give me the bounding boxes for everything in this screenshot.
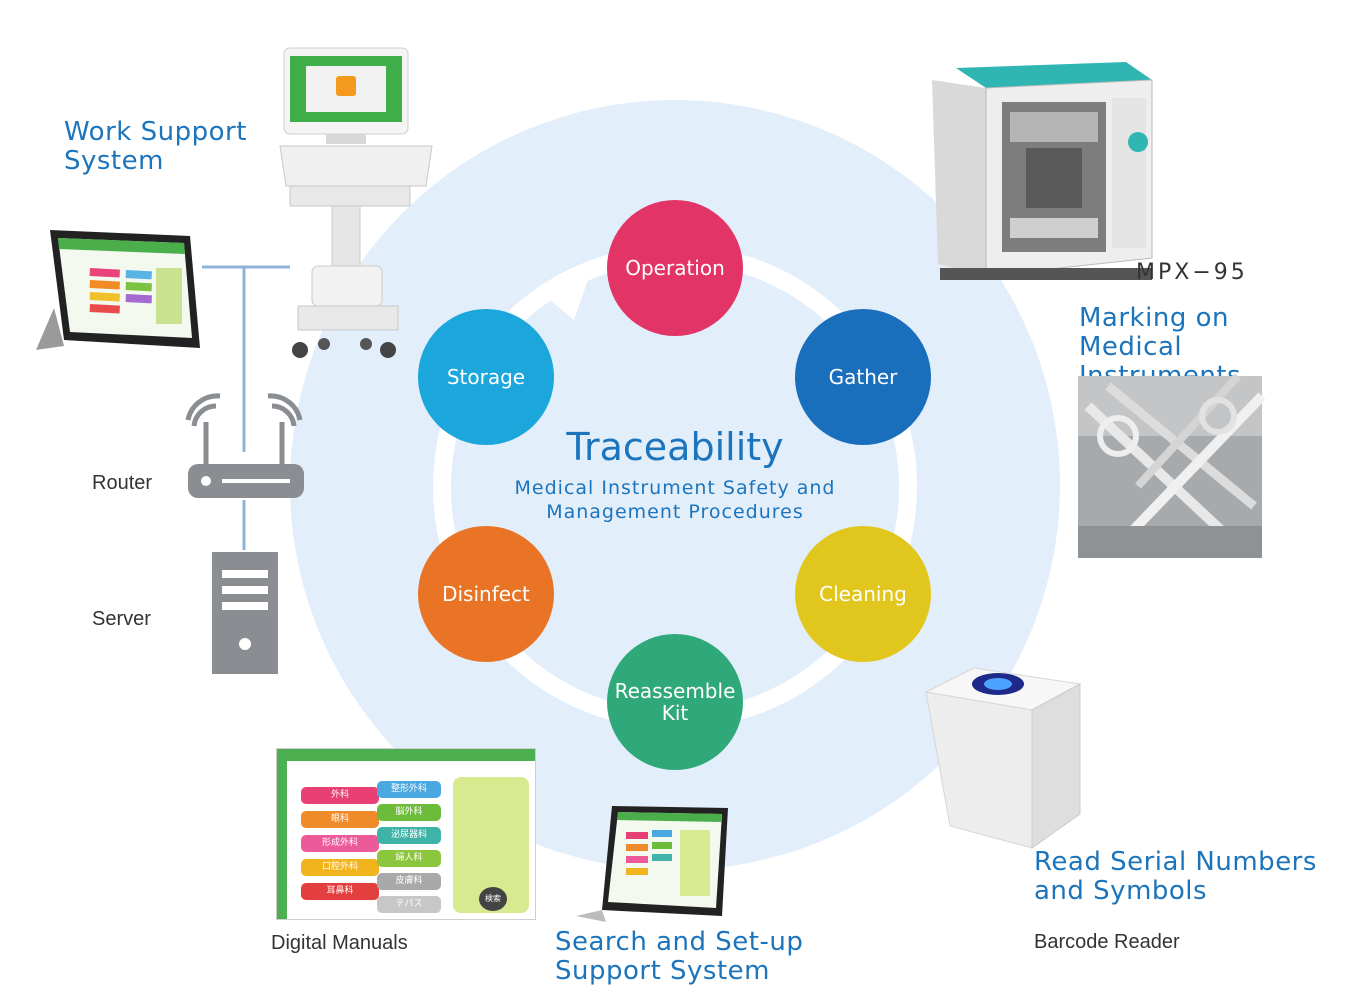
work-support-title: Work Support System xyxy=(64,117,247,176)
instruments-photo xyxy=(1078,373,1266,558)
category-button: 泌尿器科 xyxy=(377,827,441,844)
step-disinfect: Disinfect xyxy=(418,526,554,662)
category-button: 外科 xyxy=(301,787,379,804)
digital-manuals-label: Digital Manuals xyxy=(271,932,408,954)
search-setup-title: Search and Set-up Support System xyxy=(555,927,804,986)
center-subtitle: Medical Instrument Safety and Management… xyxy=(514,477,836,523)
server-label: Server xyxy=(92,608,151,630)
category-button: 婦人科 xyxy=(377,850,441,867)
category-button: 皮膚科 xyxy=(377,873,441,890)
category-button: 口腔外科 xyxy=(301,859,379,876)
mpx95-machine-image xyxy=(932,62,1153,280)
step-operation: Operation xyxy=(607,200,743,336)
category-button: 整形外科 xyxy=(377,781,441,798)
server-icon xyxy=(212,552,278,674)
center-title: Traceability xyxy=(566,425,784,469)
step-cleaning: Cleaning xyxy=(795,526,931,662)
barcode-reader-label: Barcode Reader xyxy=(1034,931,1180,953)
digital-manual-screen: 外科 眼科 形成外科 口腔外科 耳鼻科 整形外科 脳外科 泌尿器科 婦人科 皮膚… xyxy=(276,748,536,920)
work-cart-image xyxy=(279,47,433,358)
step-storage: Storage xyxy=(418,309,554,445)
category-button: 脳外科 xyxy=(377,804,441,821)
search-button: 検索 xyxy=(479,887,507,911)
category-button: 形成外科 xyxy=(301,835,379,852)
router-label: Router xyxy=(92,472,153,494)
category-button: 眼科 xyxy=(301,811,379,828)
mpx95-label: MPX−95 xyxy=(1136,260,1248,285)
step-gather: Gather xyxy=(795,309,931,445)
search-tablet-image xyxy=(576,806,728,922)
category-button: テパス xyxy=(377,896,441,913)
barcode-reader-image xyxy=(924,667,1082,849)
read-serial-title: Read Serial Numbers and Symbols xyxy=(1034,847,1317,906)
step-reassemble-kit: Reassemble Kit xyxy=(607,634,743,770)
category-button: 耳鼻科 xyxy=(301,883,379,900)
tablet-image xyxy=(36,230,200,350)
router-icon xyxy=(185,393,304,498)
